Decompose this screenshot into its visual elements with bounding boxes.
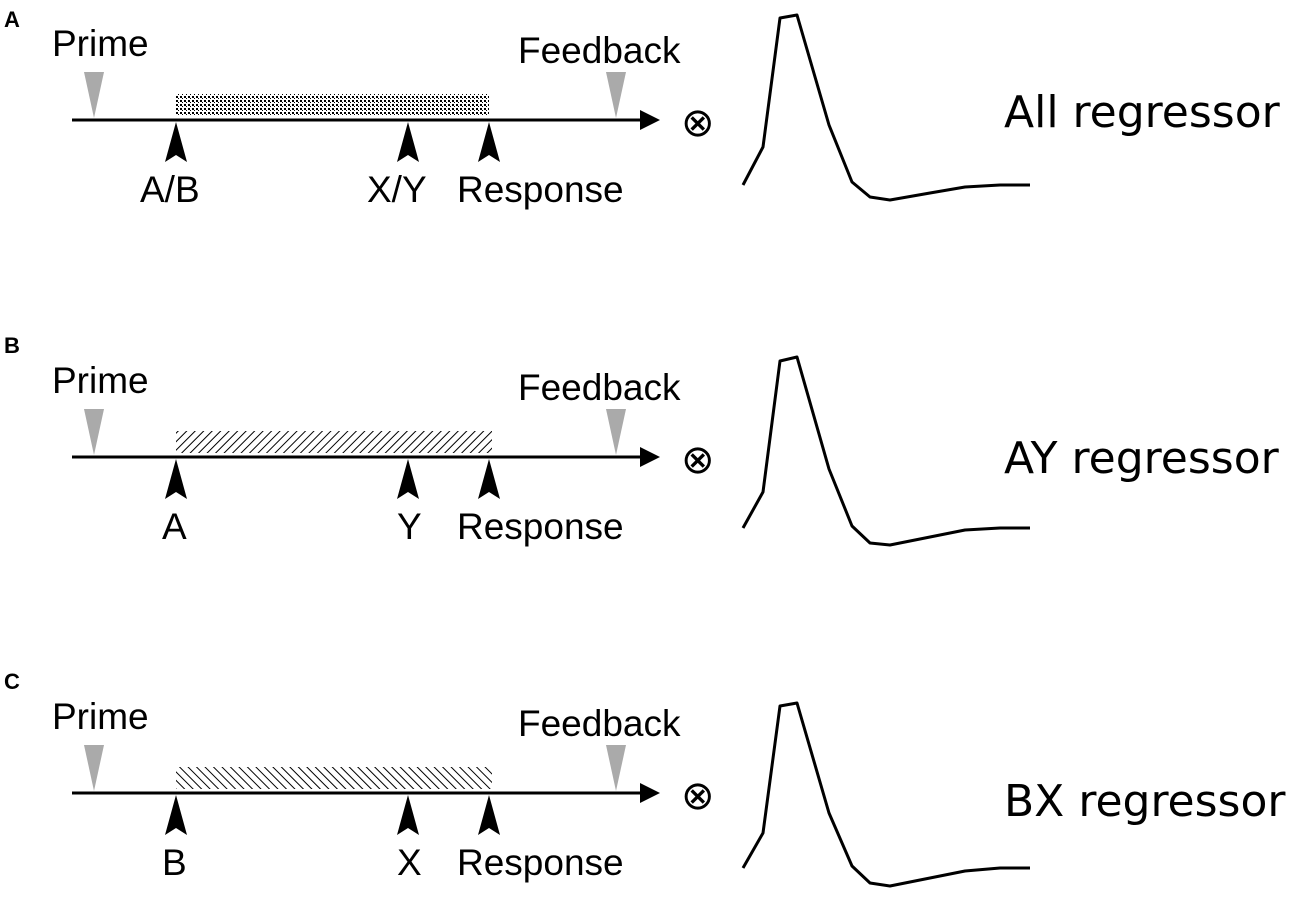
timeline-arrow xyxy=(72,447,660,467)
delay-period-bar xyxy=(176,767,492,789)
prime-label: Prime xyxy=(52,23,149,64)
feedback-onset-marker xyxy=(606,72,626,118)
timeline-arrow xyxy=(72,110,660,130)
response-label: Response xyxy=(457,506,624,547)
probe-event-marker xyxy=(397,122,419,162)
probe-label: X/Y xyxy=(367,169,427,210)
panel-letter: C xyxy=(4,669,20,694)
timeline-arrow xyxy=(72,783,660,803)
response-event-marker xyxy=(478,122,500,162)
prime-onset-marker xyxy=(84,745,104,791)
response-label: Response xyxy=(457,842,624,883)
probe-label: X xyxy=(397,842,422,883)
prime-onset-marker xyxy=(84,409,104,455)
hrf-curve xyxy=(741,13,1030,202)
convolution-operator: ⊗ xyxy=(681,773,715,819)
panel-letter: B xyxy=(4,333,20,358)
response-event-marker xyxy=(478,459,500,499)
regressor-label: BX regressor xyxy=(1004,776,1286,827)
cue-event-marker xyxy=(165,459,187,499)
prime-onset-marker xyxy=(84,72,104,118)
delay-period-bar xyxy=(176,94,489,116)
hrf-curve xyxy=(741,355,1030,547)
cue-label: B xyxy=(162,842,187,883)
cue-event-marker xyxy=(165,122,187,162)
cue-event-marker xyxy=(165,795,187,835)
convolution-operator: ⊗ xyxy=(681,437,715,483)
feedback-label: Feedback xyxy=(518,30,681,71)
feedback-label: Feedback xyxy=(518,703,681,744)
panel-b: B Prime Feedback A Y Response ⊗ AY regre… xyxy=(4,333,1280,547)
panel-a: A Prime Feedback A/B X/Y Response ⊗ All … xyxy=(4,7,1281,210)
probe-label: Y xyxy=(397,506,422,547)
hrf-curve xyxy=(741,701,1030,888)
delay-period-bar xyxy=(176,431,492,453)
prime-label: Prime xyxy=(52,360,149,401)
prime-label: Prime xyxy=(52,696,149,737)
probe-event-marker xyxy=(397,459,419,499)
response-label: Response xyxy=(457,169,624,210)
regressor-label: AY regressor xyxy=(1004,433,1280,484)
panel-letter: A xyxy=(4,7,20,32)
panel-c: C Prime Feedback B X Response ⊗ BX regre… xyxy=(4,669,1286,888)
regressor-label: All regressor xyxy=(1004,87,1281,138)
convolution-operator: ⊗ xyxy=(681,100,715,146)
cue-label: A xyxy=(162,506,187,547)
feedback-onset-marker xyxy=(606,745,626,791)
feedback-onset-marker xyxy=(606,409,626,455)
response-event-marker xyxy=(478,795,500,835)
probe-event-marker xyxy=(397,795,419,835)
feedback-label: Feedback xyxy=(518,367,681,408)
cue-label: A/B xyxy=(140,169,200,210)
